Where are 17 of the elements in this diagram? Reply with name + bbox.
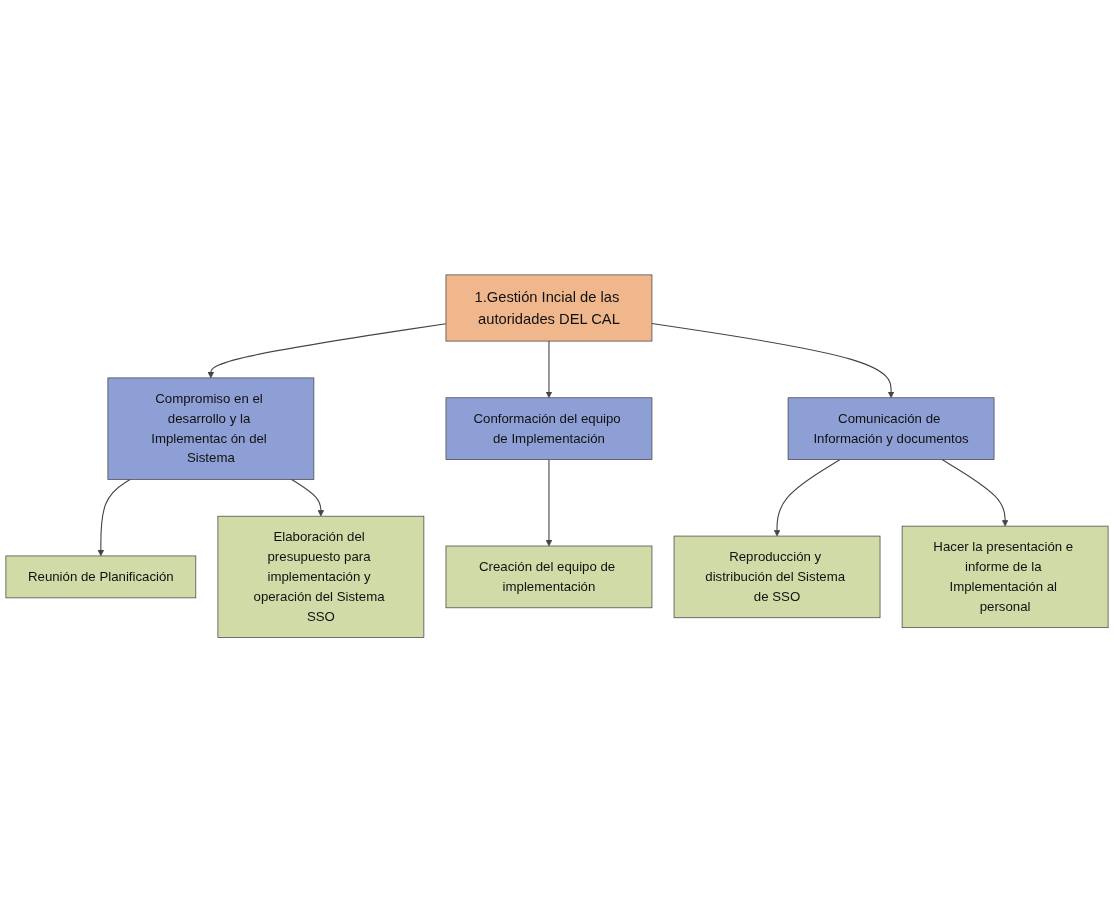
node-box: Conformación del equipo de Implementación (445, 397, 653, 461)
arrow (545, 459, 553, 547)
arrow (207, 323, 447, 379)
arrow (545, 340, 553, 399)
arrow (97, 479, 131, 557)
node-box: Reunión de Planificación (5, 555, 197, 599)
node-box: Elaboración del presupuesto para implementación y operación del Sistema SSO (217, 516, 425, 639)
arrow (651, 323, 895, 399)
arrow (941, 459, 1009, 527)
node-box: Comunicación de Información y documentos (787, 397, 995, 461)
node-box: Compromiso en el desarrollo y la Implementac ón del Sistema (107, 377, 315, 481)
node-box: Reproducción y distribución del Sistema de SSO (673, 535, 881, 619)
arrow (291, 479, 325, 517)
node-box: 1.Gestión Incial de las autoridades DEL CAL (445, 274, 653, 342)
arrow (773, 459, 841, 537)
node-box: Creación del equipo de implementación (445, 545, 653, 609)
node-box: Hacer la presentación e informe de la Implementación al personal (901, 526, 1109, 629)
